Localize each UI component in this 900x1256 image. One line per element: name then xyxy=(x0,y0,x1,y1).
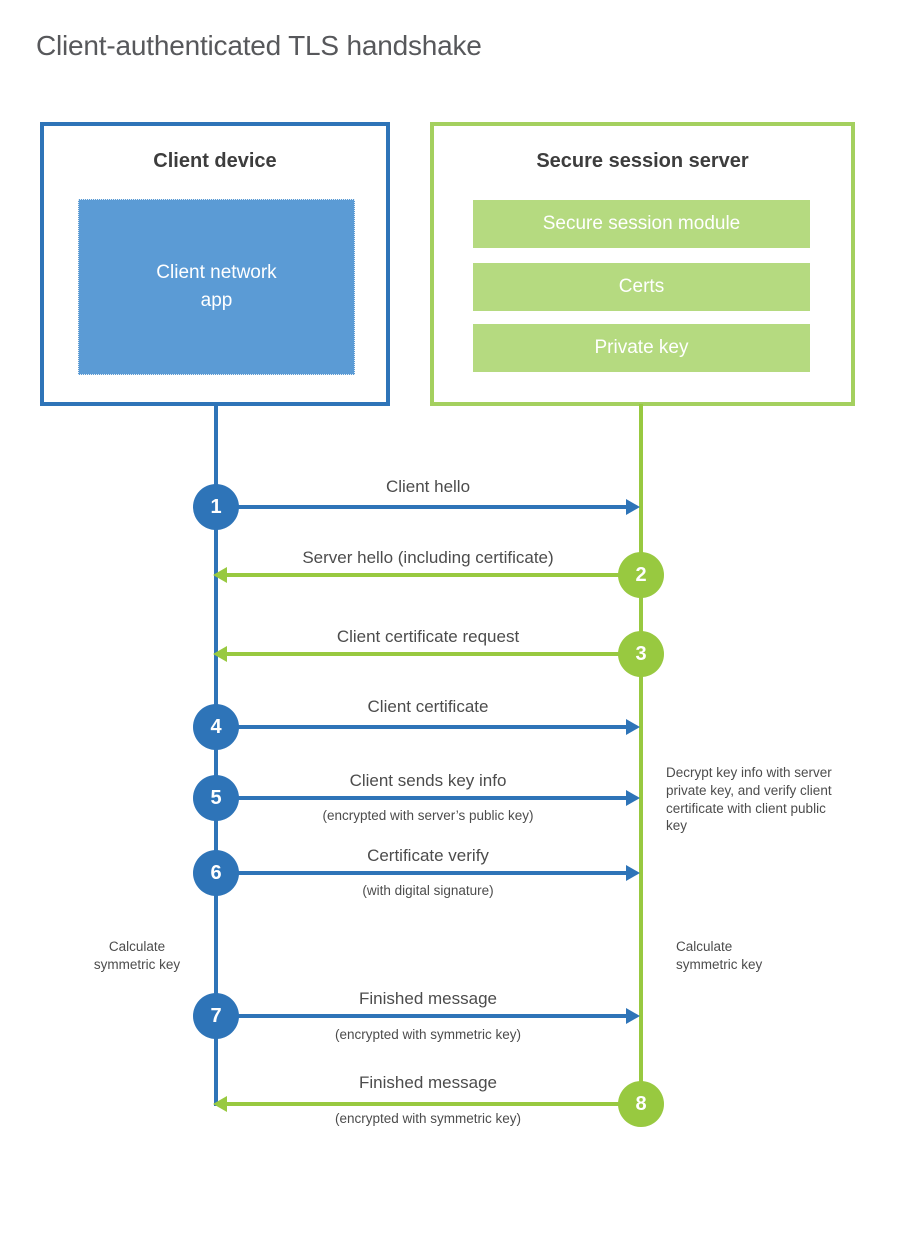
decrypt-note: Decrypt key info with server private key… xyxy=(666,765,832,834)
step-3-marker: 3 xyxy=(618,631,664,677)
step-4-arrowhead-icon xyxy=(626,719,640,735)
step-8-label: Finished message xyxy=(359,1073,497,1092)
step-8-sublabel: (encrypted with symmetric key) xyxy=(334,1111,522,1126)
client-lifeline xyxy=(214,404,218,1106)
step-6-marker: 6 xyxy=(193,850,239,896)
step-3-arrow-line xyxy=(227,652,641,656)
step-6-arrowhead-icon xyxy=(626,865,640,881)
step-8-arrowhead-icon xyxy=(213,1096,227,1112)
calculate-symmetric-key-note-server: Calculate symmetric key xyxy=(676,939,763,972)
step-2-arrow-line xyxy=(227,573,641,577)
step-5-arrowhead-icon xyxy=(626,790,640,806)
step-6-sublabel: (with digital signature) xyxy=(362,883,494,898)
step-3-label: Client certificate request xyxy=(336,627,520,646)
step-8-marker: 8 xyxy=(618,1081,664,1127)
server-lifeline xyxy=(639,404,643,1104)
step-2-number: 2 xyxy=(635,563,647,586)
step-2-marker: 2 xyxy=(618,552,664,598)
server-module-private-key: Private key xyxy=(473,324,810,372)
step-2-arrowhead-icon xyxy=(213,567,227,583)
step-4-number: 4 xyxy=(210,715,222,738)
step-8-number: 8 xyxy=(635,1092,647,1115)
step-1-arrowhead-icon xyxy=(626,499,640,515)
step-8-arrow-line xyxy=(227,1102,641,1106)
step-7-arrow-line xyxy=(216,1014,626,1018)
step-1-marker: 1 xyxy=(193,484,239,530)
step-1-arrow-line xyxy=(216,505,626,509)
step-6-number: 6 xyxy=(210,861,222,884)
step-7-label: Finished message xyxy=(359,989,497,1008)
step-3-arrowhead-icon xyxy=(213,646,227,662)
calculate-symmetric-key-note-client: Calculate symmetric key xyxy=(93,939,181,972)
step-3-number: 3 xyxy=(635,642,647,665)
client-device-box: Client device Client network app xyxy=(40,122,390,406)
server-module-secure-session: Secure session module xyxy=(473,200,810,248)
step-5-sublabel: (encrypted with server’s public key) xyxy=(322,808,534,823)
step-7-number: 7 xyxy=(210,1004,222,1027)
step-6-label: Certificate verify xyxy=(367,846,489,865)
step-5-label: Client sends key info xyxy=(349,771,507,790)
step-1-number: 1 xyxy=(210,495,222,518)
step-5-number: 5 xyxy=(210,786,222,809)
step-4-arrow-line xyxy=(216,725,626,729)
client-device-title: Client device xyxy=(153,150,277,172)
server-module-certs: Certs xyxy=(473,263,810,311)
secure-session-server-title: Secure session server xyxy=(536,150,749,172)
secure-session-server-box: Secure session server Secure session mod… xyxy=(430,122,855,406)
client-network-app-box: Client network app xyxy=(78,199,355,375)
step-6-arrow-line xyxy=(216,871,626,875)
step-4-label: Client certificate xyxy=(367,697,489,716)
step-5-arrow-line xyxy=(216,796,626,800)
page-title: Client-authenticated TLS handshake xyxy=(36,30,482,61)
client-network-app-label: Client network app xyxy=(156,262,277,311)
step-7-marker: 7 xyxy=(193,993,239,1039)
step-7-sublabel: (encrypted with symmetric key) xyxy=(334,1027,522,1042)
step-2-label: Server hello (including certificate) xyxy=(302,548,554,567)
step-7-arrowhead-icon xyxy=(626,1008,640,1024)
step-1-label: Client hello xyxy=(385,477,471,496)
step-4-marker: 4 xyxy=(193,704,239,750)
step-5-marker: 5 xyxy=(193,775,239,821)
